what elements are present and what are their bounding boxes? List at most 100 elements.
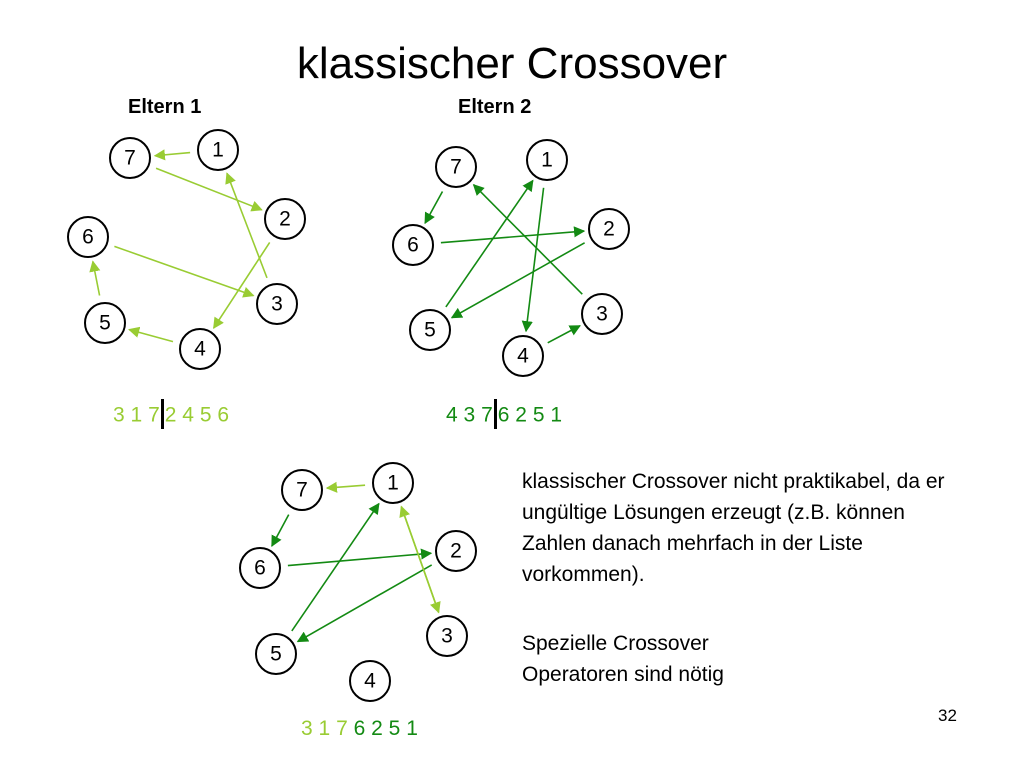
node-label: 5	[424, 319, 436, 342]
node-label: 6	[407, 234, 419, 257]
sequence-token: 1	[550, 403, 563, 427]
node-label: 5	[270, 643, 282, 666]
edge-2-to-5	[296, 564, 433, 643]
node-4: 4	[502, 335, 544, 377]
node-circle	[281, 469, 323, 511]
sequence-token: 1	[318, 717, 331, 740]
edge-6-to-2	[287, 548, 433, 567]
node-label: 2	[603, 218, 615, 241]
sequence-token: 3	[463, 403, 476, 427]
node-circle	[435, 530, 477, 572]
edge-1-to-7	[325, 481, 366, 493]
crossover-point-separator	[160, 399, 164, 429]
node-label: 3	[271, 293, 283, 316]
node-3: 3	[581, 293, 623, 335]
edge-6-to-3	[114, 245, 255, 298]
node-label: 2	[450, 540, 462, 563]
sequence-token: 7	[481, 403, 493, 427]
node-5: 5	[409, 309, 451, 351]
sequence-token: 4	[446, 403, 458, 427]
node-7: 7	[109, 137, 151, 179]
node-6: 6	[67, 216, 109, 258]
node-circle	[256, 283, 298, 325]
node-2: 2	[588, 208, 630, 250]
node-circle	[67, 216, 109, 258]
sequence-token: 5	[532, 403, 545, 427]
node-label: 1	[541, 149, 553, 172]
sequence-token: 5	[388, 717, 401, 740]
node-circle	[426, 615, 468, 657]
page-number: 32	[938, 706, 957, 725]
node-5: 5	[84, 302, 126, 344]
sequence-token: 7	[148, 403, 160, 427]
node-label: 6	[82, 226, 94, 249]
node-circle	[255, 633, 297, 675]
node-4: 4	[349, 660, 391, 702]
node-label: 1	[387, 472, 399, 495]
node-label: 7	[450, 156, 462, 179]
node-1: 1	[526, 139, 568, 181]
edge-5-to-1	[291, 502, 380, 632]
node-label: 7	[296, 479, 308, 502]
node-circle	[84, 302, 126, 344]
edge-6-to-2	[440, 226, 586, 244]
node-label: 1	[212, 139, 224, 162]
offspring-sequence: 3 1 7 6 2 5 1	[301, 716, 418, 742]
node-3: 3	[426, 615, 468, 657]
node-1: 1	[197, 129, 239, 171]
edge-5-to-1	[445, 179, 534, 308]
node-circle	[179, 328, 221, 370]
sequence-token: 6	[217, 403, 230, 427]
sequence-token: 3	[301, 717, 313, 740]
node-label: 3	[596, 303, 608, 326]
node-label: 3	[441, 625, 453, 648]
slide-title: klassischer Crossover	[296, 39, 728, 88]
crossover-point-separator	[493, 399, 497, 429]
edge-4-to-3	[547, 325, 581, 344]
node-circle	[502, 335, 544, 377]
node-label: 5	[99, 312, 111, 335]
node-circle	[109, 137, 151, 179]
edge-2-to-4	[213, 241, 271, 330]
edge-2-to-5	[450, 242, 586, 319]
edge-1-to-7	[153, 149, 191, 161]
node-circle	[409, 309, 451, 351]
sequence-token: 6	[353, 717, 366, 740]
operator-note: Spezielle Crossover Operatoren sind nöti…	[522, 628, 962, 690]
operator-note-line-1: Spezielle Crossover	[522, 632, 709, 655]
operator-note-line-2: Operatoren sind nötig	[522, 663, 724, 686]
sequence-token: 2	[515, 403, 527, 427]
node-circle	[435, 146, 477, 188]
node-circle	[264, 198, 306, 240]
parent-2-label: Eltern 2	[458, 96, 532, 118]
node-label: 6	[254, 557, 266, 580]
sequence-token: 1	[406, 717, 418, 740]
node-5: 5	[255, 633, 297, 675]
sequence-token: 4	[182, 403, 194, 427]
node-4: 4	[179, 328, 221, 370]
edge-7-to-6	[424, 191, 444, 225]
node-label: 4	[364, 670, 376, 693]
node-label: 4	[194, 338, 206, 361]
node-6: 6	[239, 547, 281, 589]
node-circle	[349, 660, 391, 702]
edge-1-to-3	[401, 509, 441, 614]
edge-7-to-6	[271, 514, 290, 547]
node-circle	[588, 208, 630, 250]
node-6: 6	[392, 224, 434, 266]
sequence-token: 3	[113, 403, 125, 427]
node-2: 2	[435, 530, 477, 572]
node-7: 7	[281, 469, 323, 511]
parent-1-label: Eltern 1	[128, 96, 202, 118]
node-label: 7	[124, 147, 136, 170]
edge-3-to-7	[472, 183, 583, 295]
sequence-token: 2	[164, 403, 177, 427]
node-7: 7	[435, 146, 477, 188]
node-circle	[372, 462, 414, 504]
node-circle	[392, 224, 434, 266]
node-circle	[197, 129, 239, 171]
